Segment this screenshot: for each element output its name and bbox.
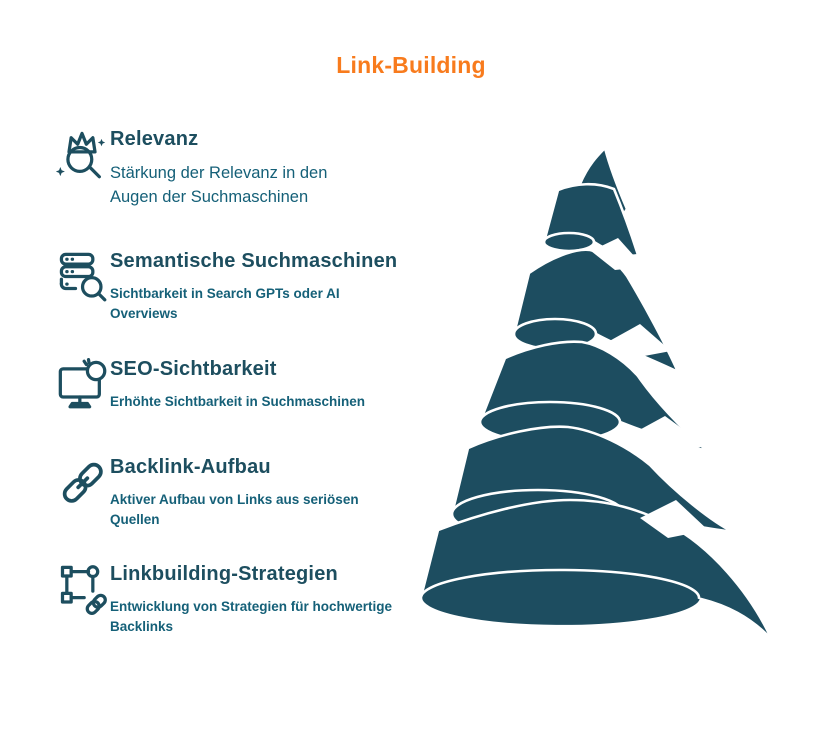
chain-link-icon (56, 456, 108, 508)
item-heading: Relevanz (110, 128, 199, 150)
spiral-cone-svg (419, 146, 774, 642)
cone-gap-4 (640, 500, 708, 538)
spiral-cone-illustration (410, 110, 820, 710)
cone-gap-3 (623, 416, 706, 454)
item-heading: Linkbuilding-Strategien (110, 563, 338, 585)
item-heading: SEO-Sichtbarkeit (110, 358, 277, 380)
cone-mouth-1 (542, 231, 596, 253)
monitor-search-icon (56, 358, 108, 410)
item-heading: Backlink-Aufbau (110, 456, 271, 478)
page-title: Link-Building (336, 52, 486, 78)
item-description: Stärkung der Relevanz in den Augen der S… (110, 164, 328, 206)
item-description: Erhöhte Sichtbarkeit in Suchmaschinen (110, 394, 366, 409)
database-search-icon (56, 250, 108, 302)
crown-search-icon (56, 128, 108, 180)
item-description: Sichtbarkeit in Search GPTs oder AI Over… (110, 286, 340, 322)
item-description: Entwicklung von Strategien für hochwerti… (110, 599, 393, 635)
item-description: Aktiver Aufbau von Links aus seriösen Qu… (110, 492, 359, 528)
vector-link-icon (56, 563, 108, 615)
cone-gap-1 (591, 238, 644, 270)
cone-gap-2 (604, 324, 671, 358)
item-heading: Semantische Suchmaschinen (110, 250, 398, 272)
cone-base-lip (419, 568, 701, 600)
